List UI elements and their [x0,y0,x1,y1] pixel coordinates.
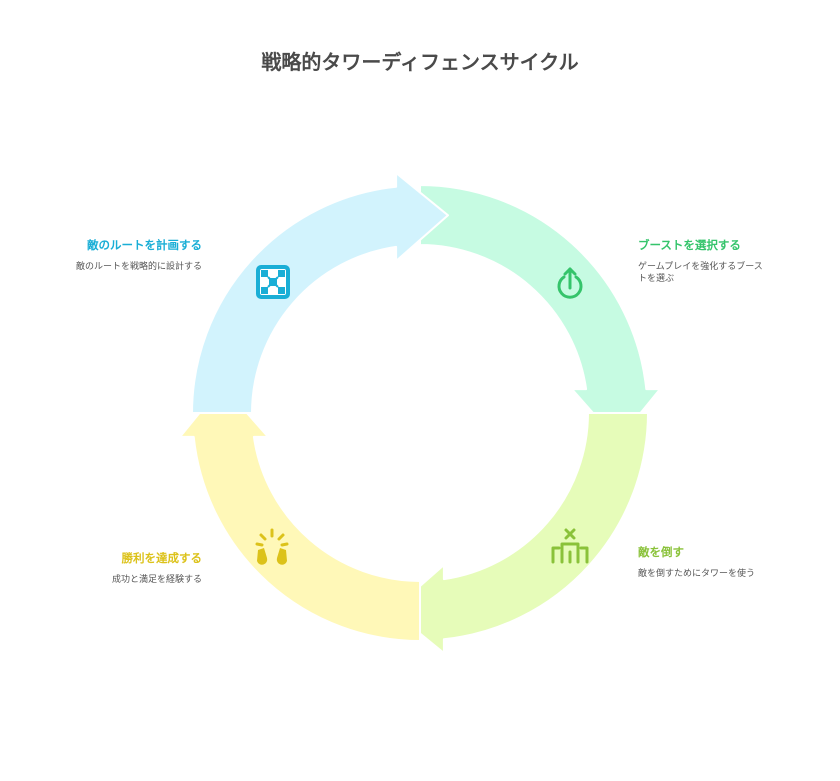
route-map-icon [256,265,290,299]
stage-victory-heading: 勝利を達成する [121,551,203,565]
stage-victory-desc: 成功と満足を経験する [111,575,202,585]
stage-victory: 勝利を達成する 成功と満足を経験する [72,552,202,586]
arrow-segment-boost [419,184,661,442]
stage-boost-heading: ブーストを選択する [638,238,741,252]
tower-defeat-icon [551,528,589,564]
stage-defeat: 敵を倒す 敵を倒すためにタワーを使う [638,546,768,580]
stage-plan-desc: 敵のルートを戦略的に設計する [75,262,202,272]
stage-boost: ブーストを選択する ゲームプレイを強化するブーストを選ぶ [638,239,768,285]
diagram-title: 戦略的タワーディフェンスサイクル [261,50,579,74]
arrow-segment-defeat [391,412,649,654]
stage-plan-heading: 敵のルートを計画する [87,238,202,252]
stage-boost-desc: ゲームプレイを強化するブーストを選ぶ [638,262,763,284]
power-up-icon [557,267,583,299]
celebration-icon [255,528,289,565]
arrow-segment-plan [191,172,449,414]
stage-defeat-desc: 敵を倒すためにタワーを使う [638,569,756,579]
arrow-segment-victory [179,384,421,642]
stage-plan: 敵のルートを計画する 敵のルートを戦略的に設計する [72,239,202,273]
stage-defeat-heading: 敵を倒す [638,545,684,559]
